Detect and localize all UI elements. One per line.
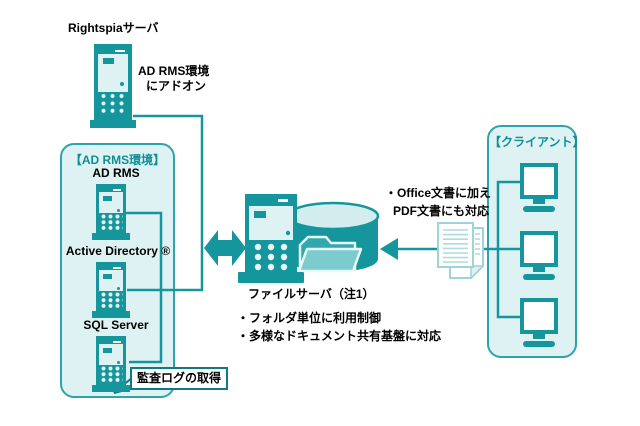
document-text-lines — [443, 229, 468, 263]
monitor-base — [523, 274, 555, 280]
active-directory-server-icon — [92, 262, 130, 318]
server-base — [92, 311, 130, 318]
server-led — [117, 361, 120, 364]
monitor-stand — [533, 334, 545, 339]
server-top-band — [99, 187, 123, 192]
server-vent-grid — [98, 92, 128, 116]
adrms-server-icon — [92, 184, 130, 240]
file-server-label: ファイルサーバ（注1） — [248, 287, 375, 301]
audit-log-callout: 監査ログの取得 — [130, 367, 229, 390]
office-note-line2: PDF文書にも対応 — [393, 204, 490, 218]
office-note-line1: ・Office文書に加え — [385, 186, 492, 200]
server-led — [120, 82, 124, 86]
monitor-stand — [533, 267, 545, 272]
folder-front — [297, 247, 363, 273]
file-server-slot — [278, 199, 288, 202]
rightspia-connector-line — [127, 114, 204, 292]
monitor-screen — [520, 298, 558, 334]
server-slot — [115, 50, 125, 52]
server-body — [96, 184, 126, 233]
double-headed-arrow-icon — [204, 230, 246, 266]
monitor-base — [523, 206, 555, 212]
server-base — [92, 385, 130, 392]
file-server-notes: ・フォルダ単位に利用制御 ・多様なドキュメント共有基盤に対応 — [237, 311, 441, 344]
server-slot — [113, 266, 121, 269]
office-pdf-note: ・Office文書に加え PDF文書にも対応 — [385, 186, 491, 219]
server-button — [103, 58, 114, 64]
active-directory-server-label: Active Directory ® — [65, 244, 171, 258]
server-body — [96, 336, 126, 385]
server-led — [117, 287, 120, 290]
client-bus-line — [496, 180, 520, 319]
cylinder-top — [286, 201, 380, 231]
file-server-dots — [254, 243, 288, 271]
server-button — [103, 274, 112, 279]
monitor-base — [523, 341, 555, 347]
server-top-band — [99, 265, 123, 270]
monitor-stand — [533, 199, 545, 204]
server-button — [103, 348, 112, 353]
addon-note-line1: AD RMS環境 — [138, 64, 210, 78]
file-server-icon — [238, 194, 304, 283]
client-monitor-icon — [520, 298, 558, 347]
rightspia-server-label: Rightspiaサーバ — [68, 21, 159, 35]
client-box-title: 【クライアント】 — [489, 135, 585, 149]
server-vent-grid — [99, 291, 123, 308]
server-button — [103, 196, 112, 201]
monitor-screen — [520, 163, 558, 199]
file-server-note2: ・多様なドキュメント共有基盤に対応 — [237, 329, 442, 343]
monitor-screen — [520, 231, 558, 267]
client-monitor-icon — [520, 231, 558, 280]
sql-server-icon — [92, 336, 130, 392]
adrms-box-title: 【AD RMS環境】 — [69, 153, 166, 167]
client-monitor-icon — [520, 163, 558, 212]
server-body — [94, 44, 132, 120]
server-base — [92, 233, 130, 240]
server-slot — [113, 340, 121, 343]
document-fold-corner — [470, 265, 484, 279]
adrms-server-label: AD RMS — [92, 166, 140, 180]
server-base — [90, 120, 136, 128]
addon-note-line2: にアドオン — [146, 79, 207, 93]
server-top-band — [99, 339, 123, 344]
server-body — [96, 262, 126, 311]
document-back-lines — [475, 233, 480, 255]
folder-icon — [297, 235, 363, 273]
server-slot — [113, 188, 121, 191]
sql-server-label: SQL Server — [83, 318, 149, 332]
rightspia-server-icon — [90, 44, 136, 128]
left-arrow-icon — [380, 238, 398, 260]
file-server-band — [247, 196, 295, 206]
file-server-button — [254, 211, 266, 218]
adrms-bus-line — [126, 211, 163, 364]
server-vent-grid — [99, 365, 123, 382]
server-vent-grid — [99, 213, 123, 230]
rightspia-addon-note: AD RMS環境 にアドオン — [138, 64, 209, 94]
file-server-note1: ・フォルダ単位に利用制御 — [237, 311, 382, 325]
server-top-band — [98, 48, 128, 54]
server-led — [117, 209, 120, 212]
documents-icon — [437, 222, 484, 279]
file-server-led — [285, 230, 291, 236]
file-server-base — [238, 272, 304, 283]
